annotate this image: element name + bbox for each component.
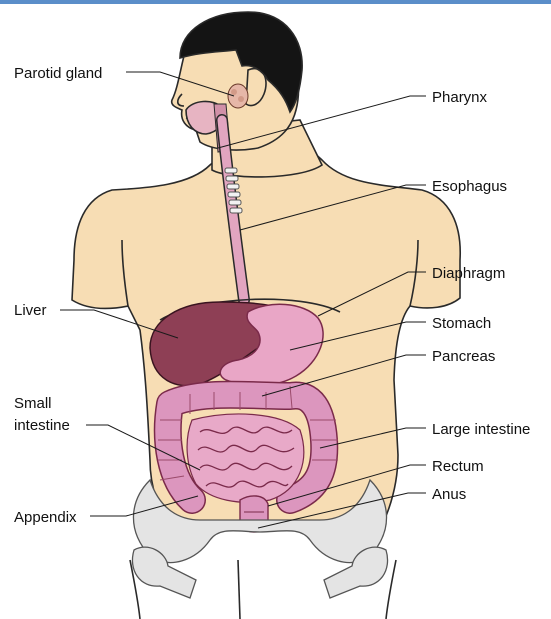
label-appendix: Appendix <box>14 509 77 526</box>
label-rectum: Rectum <box>432 458 484 475</box>
small-intestine-shape <box>187 414 304 502</box>
label-pancreas: Pancreas <box>432 348 495 365</box>
label-liver: Liver <box>14 302 47 319</box>
label-esophagus: Esophagus <box>432 178 507 195</box>
label-large-intestine: Large intestine <box>432 421 530 438</box>
label-pharynx: Pharynx <box>432 89 488 106</box>
label-parotid-gland: Parotid gland <box>14 65 102 82</box>
label-diaphragm: Diaphragm <box>432 265 505 282</box>
label-stomach: Stomach <box>432 315 491 332</box>
parotid-gland-shape <box>228 84 248 108</box>
label-small-intestine-line1: Small <box>14 395 52 412</box>
label-anus: Anus <box>432 486 466 503</box>
label-small-intestine-line2: intestine <box>14 417 70 434</box>
